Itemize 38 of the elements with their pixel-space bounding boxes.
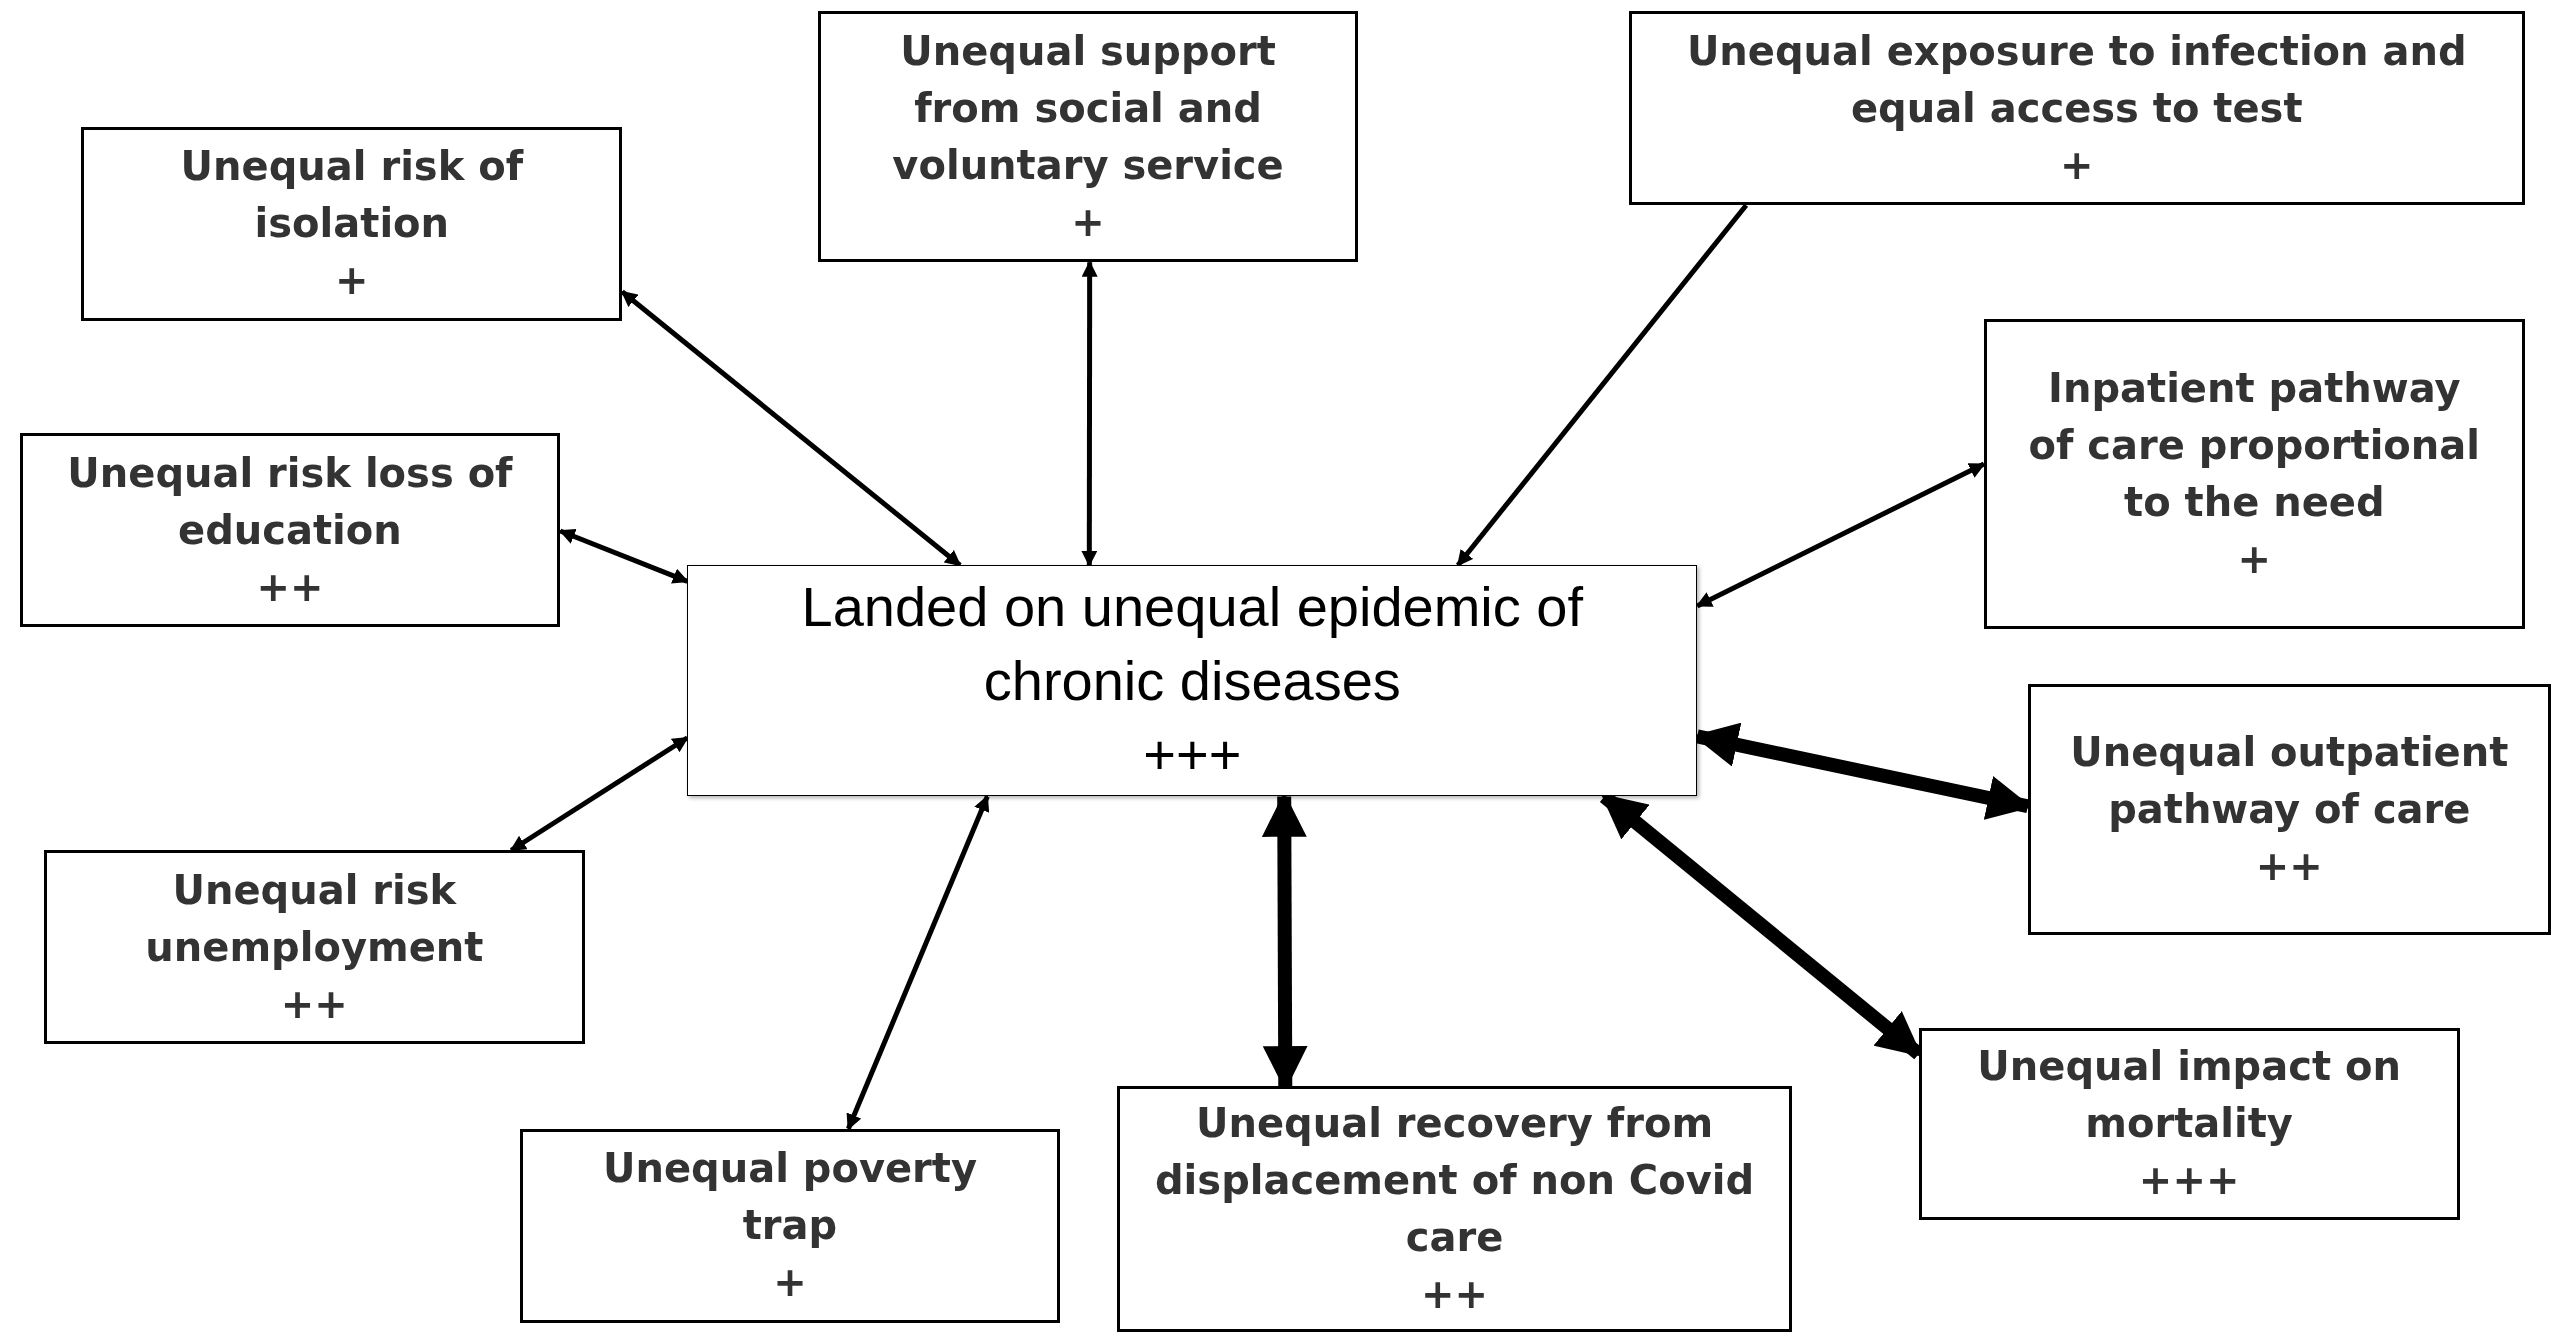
- box-title: Landed on unequal epidemic of chronic diseases: [800, 573, 1585, 714]
- rating-text: ++: [256, 562, 324, 612]
- rating-text: +++: [1143, 721, 1242, 788]
- box-title: Unequal risk loss of education: [66, 448, 514, 555]
- double-arrow: [558, 528, 689, 584]
- box-title: Unequal exposure to infection and equal access to test: [1685, 26, 2468, 133]
- box-title: Unequal outpatient pathway of care: [2069, 728, 2510, 834]
- factor-box: [817, 11, 1359, 263]
- box-title: Unequal recovery from displacement of non Covid care: [1154, 1099, 1755, 1263]
- factor-box: [1918, 1027, 2460, 1220]
- double-arrow: [846, 795, 990, 1131]
- box-title: Unequal poverty trap: [601, 1144, 978, 1251]
- box-title: Unequal support from social and voluntary service: [891, 26, 1285, 190]
- factor-box: [2027, 684, 2551, 935]
- box-title: Inpatient pathway of care proportional to the need: [2027, 364, 2481, 527]
- rating-text: +: [773, 1258, 807, 1308]
- factor-box: [43, 850, 585, 1045]
- box-title: Unequal impact on mortality: [1976, 1042, 2402, 1149]
- factor-box: [1628, 11, 2525, 206]
- box-title: Unequal risk of isolation: [179, 142, 525, 249]
- double-arrow: [1455, 203, 1749, 567]
- box-title: Unequal risk unemployment: [144, 865, 485, 972]
- rating-text: ++: [280, 979, 348, 1029]
- rating-text: ++: [1421, 1270, 1489, 1320]
- rating-text: +: [2237, 535, 2272, 584]
- double-arrow: [1081, 260, 1098, 567]
- factor-box: [519, 1128, 1061, 1323]
- rating-text: +++: [2138, 1156, 2240, 1206]
- rating-text: +: [1071, 197, 1105, 247]
- rating-text: ++: [2255, 842, 2323, 891]
- factor-box: [19, 433, 561, 628]
- factor-box: [1983, 319, 2525, 629]
- double-arrow: [1695, 461, 1986, 609]
- central-box: [687, 565, 1698, 797]
- rating-text: +: [335, 256, 369, 306]
- factor-box: [1117, 1086, 1792, 1333]
- factor-box: [81, 127, 623, 321]
- rating-text: +: [2059, 140, 2094, 190]
